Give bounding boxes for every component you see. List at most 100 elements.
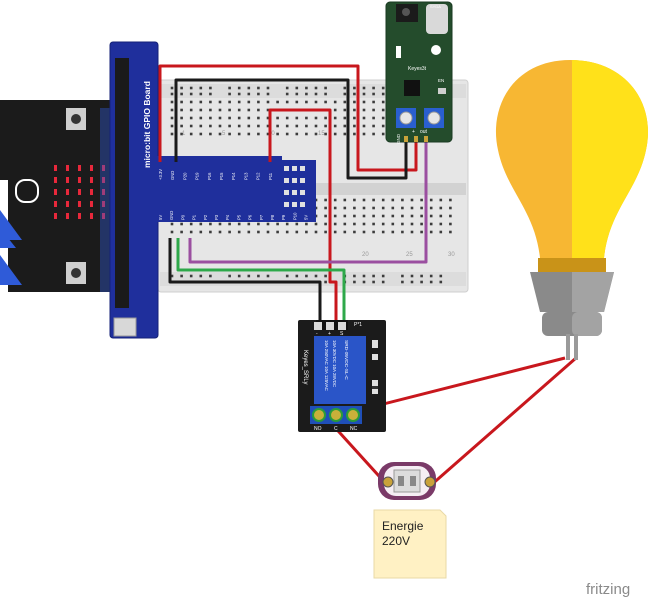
breadboard-rail-hole — [362, 274, 366, 278]
breadboard-hole — [180, 108, 183, 112]
breadboard-hole — [199, 124, 203, 128]
breadboard-rail-hole — [285, 92, 289, 96]
relay-terminal-nc[interactable] — [346, 408, 360, 422]
sensor-pin-gnd-label: GND — [396, 133, 401, 144]
breadboard-hole — [333, 214, 337, 218]
breadboard-hole — [314, 230, 318, 234]
col-number-20: 20 — [362, 252, 369, 258]
breadboard-hole — [266, 108, 270, 112]
breadboard-hole — [266, 132, 270, 136]
breadboard-rail-hole — [180, 274, 183, 278]
breadboard-hole — [285, 132, 289, 136]
breadboard-hole — [372, 230, 375, 234]
col-number-1: 1 — [182, 131, 186, 137]
breadboard-hole — [353, 116, 356, 120]
breadboard-rail-hole — [199, 86, 203, 90]
breadboard-hole — [381, 222, 385, 226]
breadboard-hole — [218, 222, 222, 226]
breadboard-hole — [170, 108, 174, 112]
breadboard-hole — [199, 100, 203, 104]
gpio-top-pin-label: P13 — [243, 172, 248, 180]
col-number-30: 30 — [448, 252, 455, 258]
breadboard-hole — [180, 132, 183, 136]
breadboard-hole — [276, 124, 279, 128]
breadboard-hole — [180, 100, 183, 104]
wire-purple-sensor-to-p0 — [188, 140, 428, 264]
microbit-logo-triangle — [0, 210, 22, 240]
sensor-sublabel: SYDA — [430, 4, 441, 9]
gpio-header-pin — [300, 178, 305, 183]
breadboard-rail-hole — [180, 86, 183, 90]
breadboard-rail-hole — [237, 92, 241, 96]
power-connector — [378, 462, 436, 500]
breadboard-hole — [401, 198, 404, 202]
breadboard-rail-hole — [362, 86, 366, 90]
relay-terminal-c[interactable] — [329, 408, 343, 422]
breadboard-hole — [209, 124, 212, 128]
led-pixel — [78, 177, 81, 183]
relay-coil-box — [314, 336, 366, 404]
led-pixel — [90, 189, 93, 195]
breadboard-hole — [353, 222, 356, 226]
breadboard-hole — [228, 124, 231, 128]
microbit-led-matrix — [54, 165, 105, 219]
relay-pin-s: S — [340, 331, 344, 337]
gpio-top-pin-label: GND — [170, 171, 175, 180]
breadboard-hole — [266, 222, 270, 226]
breadboard-hole — [180, 222, 183, 226]
led-pixel — [54, 201, 57, 207]
led-pixel — [90, 177, 93, 183]
breadboard-hole — [343, 206, 347, 210]
gpio-top-pin-label: P16 — [207, 172, 212, 180]
breadboard-hole — [410, 214, 414, 218]
col-number-5: 5 — [222, 131, 226, 137]
breadboard-rail-hole — [343, 86, 347, 90]
breadboard-rail-hole — [285, 274, 289, 278]
breadboard-hole — [228, 116, 231, 120]
gpio-bottom-pin-label: P8 — [270, 214, 275, 220]
relay-terminal-no[interactable] — [312, 408, 326, 422]
power-terminal-right[interactable] — [424, 476, 436, 488]
fritzing-watermark: fritzing — [586, 581, 630, 598]
breadboard-rail-hole — [170, 92, 174, 96]
breadboard-hole — [276, 230, 279, 234]
breadboard-hole — [228, 222, 231, 226]
breadboard-hole — [295, 124, 299, 128]
breadboard-hole — [353, 124, 356, 128]
breadboard-hole — [343, 230, 347, 234]
breadboard-hole — [305, 124, 308, 128]
breadboard-hole — [449, 206, 452, 210]
breadboard-rail-hole — [420, 280, 423, 284]
breadboard-hole — [266, 100, 270, 104]
breadboard-hole — [353, 206, 356, 210]
breadboard-rail-hole — [429, 280, 433, 284]
breadboard-hole — [180, 230, 183, 234]
relay-led — [372, 340, 378, 348]
breadboard-hole — [420, 230, 423, 234]
breadboard-rail-hole — [381, 92, 385, 96]
breadboard-rail-hole — [353, 92, 356, 96]
breadboard-hole — [362, 222, 366, 226]
breadboard-hole — [170, 222, 174, 226]
breadboard-hole — [381, 116, 385, 120]
gpio-bottom-pin-label: P3 — [214, 214, 219, 220]
led-pixel — [78, 165, 81, 171]
breadboard-rail-hole — [439, 280, 443, 284]
breadboard-hole — [410, 222, 414, 226]
breadboard-hole — [305, 100, 308, 104]
bulb-contact-right — [574, 334, 578, 360]
breadboard-hole — [381, 214, 385, 218]
breadboard-hole — [305, 230, 308, 234]
breadboard-hole — [295, 222, 299, 226]
gpio-bottom-pin-label: P4 — [225, 214, 230, 220]
breadboard-rail-hole — [180, 92, 183, 96]
gpio-header-pin — [284, 190, 289, 195]
breadboard-rail-hole — [209, 92, 212, 96]
power-terminal-left[interactable] — [382, 476, 394, 488]
breadboard-hole — [228, 132, 231, 136]
breadboard-hole — [429, 230, 433, 234]
breadboard-column-numbers: 1 5 10 15 20 25 30 — [182, 131, 455, 258]
led-pixel — [78, 213, 81, 219]
